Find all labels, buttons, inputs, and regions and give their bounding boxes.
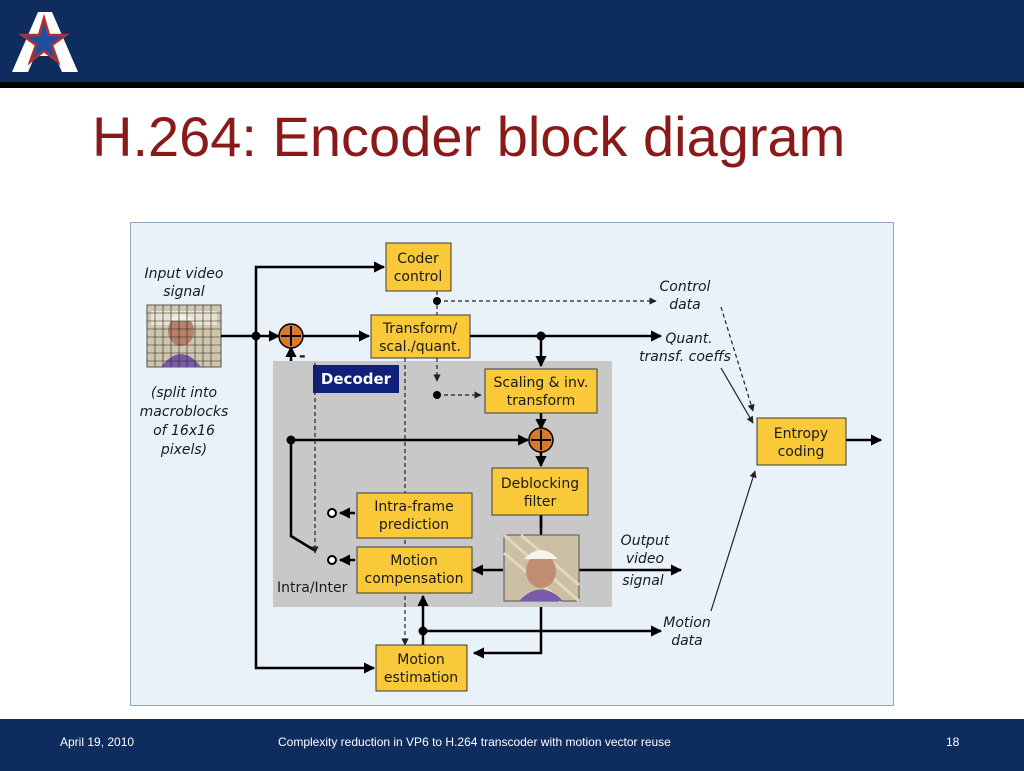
transform-line2: scal./quant. — [379, 339, 461, 355]
split-note-line4: pixels) — [160, 442, 207, 458]
output-video-line2: video — [626, 551, 664, 567]
input-label-line2: signal — [163, 284, 205, 300]
quant-coeffs-line1: Quant. — [665, 331, 712, 347]
footer-title: Complexity reduction in VP6 to H.264 tra… — [278, 735, 671, 749]
entropy-line1: Entropy — [774, 426, 828, 442]
deblocking-line1: Deblocking — [501, 476, 579, 492]
coder-control-block: Coder control — [385, 242, 452, 292]
input-frame-thumbnail — [146, 304, 222, 368]
motion-data-line2: data — [671, 633, 703, 649]
intra-frame-prediction-block: Intra-frame prediction — [356, 492, 473, 539]
slide-title: H.264: Encoder block diagram — [92, 105, 846, 168]
motion-comp-line1: Motion — [390, 553, 437, 569]
quant-coeffs-line2: transf. coeffs — [639, 349, 731, 365]
output-video-line3: signal — [622, 573, 664, 589]
coder-control-line1: Coder — [397, 251, 439, 267]
transform-block: Transform/ scal./quant. — [370, 314, 471, 359]
star-a-logo-icon — [12, 12, 78, 72]
deblocking-line2: filter — [524, 494, 557, 510]
reconstruction-adder — [528, 427, 554, 453]
deblocking-filter-block: Deblocking filter — [491, 467, 589, 516]
control-data-line2: data — [669, 297, 701, 313]
footer-date: April 19, 2010 — [60, 735, 135, 749]
frame-buffer-thumbnail — [503, 533, 580, 603]
header-bar — [0, 0, 1024, 88]
input-subtractor — [278, 323, 304, 349]
split-note-line2: macroblocks — [140, 404, 229, 420]
motion-est-line2: estimation — [384, 670, 458, 686]
transform-line1: Transform/ — [382, 321, 458, 337]
scaling-line1: Scaling & inv. — [494, 375, 589, 391]
footer-page-number: 18 — [946, 735, 960, 749]
coder-control-line2: control — [394, 269, 443, 285]
split-note-line3: of 16x16 — [153, 423, 215, 439]
motion-estimation-block: Motion estimation — [375, 644, 468, 692]
decoder-label-box — [313, 365, 399, 393]
intra-line1: Intra-frame — [374, 499, 453, 515]
encoder-block-diagram: Decoder Input video signal (split into m… — [140, 242, 883, 692]
motion-compensation-block: Motion compensation — [356, 546, 473, 594]
entropy-coding-block: Entropy coding — [756, 417, 847, 466]
scaling-line2: transform — [507, 393, 576, 409]
control-data-line1: Control — [660, 279, 711, 295]
footer-bar: April 19, 2010 Complexity reduction in V… — [0, 716, 1024, 771]
minus-sign: - — [299, 346, 306, 365]
entropy-line2: coding — [778, 444, 825, 460]
motion-comp-line2: compensation — [365, 571, 464, 587]
motion-data-line1: Motion — [663, 615, 710, 631]
intra-line2: prediction — [379, 517, 449, 533]
output-video-line1: Output — [621, 533, 670, 549]
signal-lines — [221, 261, 883, 674]
diagram-frame: Decoder Input video signal (split into m… — [130, 222, 894, 706]
motion-est-line1: Motion — [397, 652, 444, 668]
split-note-line1: (split into — [151, 385, 217, 401]
intra-inter-label: Intra/Inter — [277, 580, 348, 596]
scaling-inverse-transform-block: Scaling & inv. transform — [484, 368, 598, 414]
decoder-label: Decoder — [321, 370, 392, 388]
input-label-line1: Input video — [145, 266, 224, 282]
